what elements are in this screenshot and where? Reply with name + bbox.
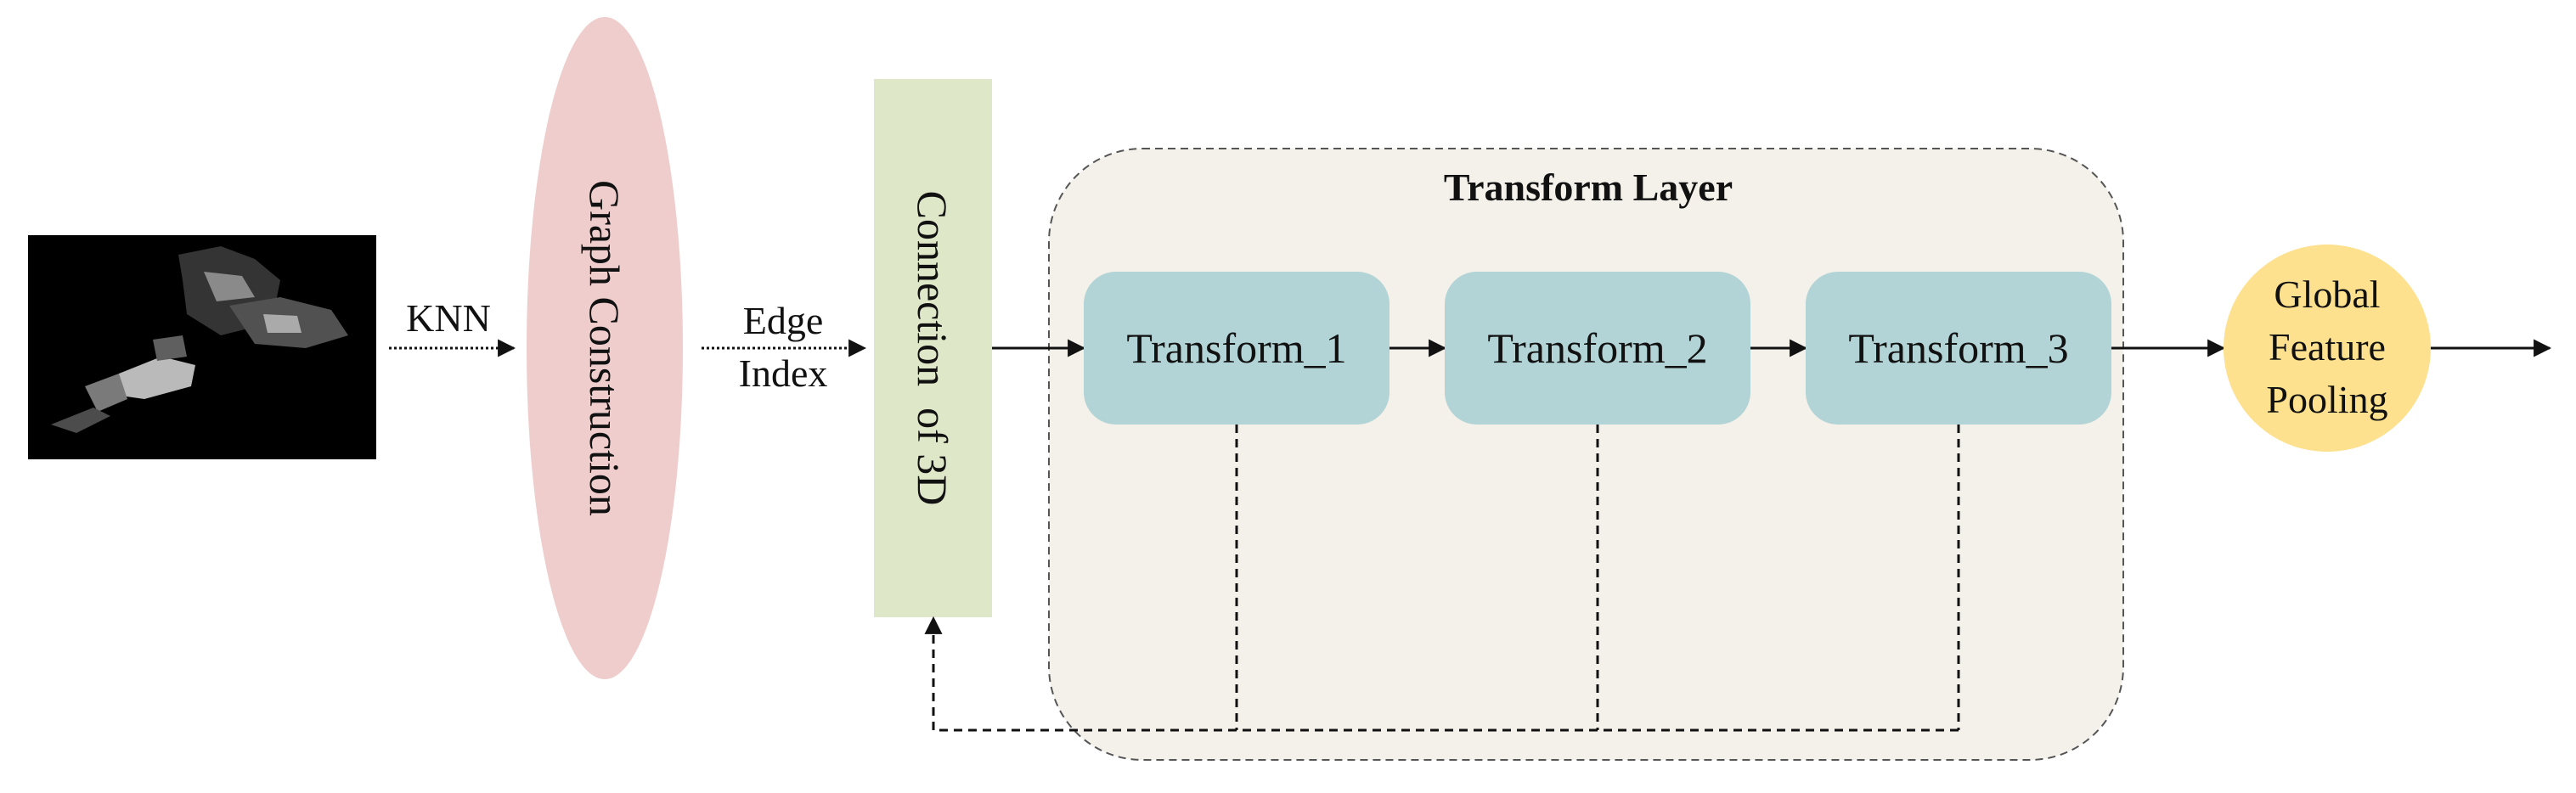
transform-layer-title: Transform Layer xyxy=(1444,166,1733,209)
global-feature-pooling-node xyxy=(2224,245,2431,452)
graph-construction-node xyxy=(527,17,683,679)
transform-3-block xyxy=(1806,272,2111,425)
transform-3-label: Transform_3 xyxy=(1848,324,2068,372)
pooling-label-line2: Feature xyxy=(2269,325,2386,368)
connection-node xyxy=(874,79,992,617)
transform-2-label: Transform_2 xyxy=(1487,324,1707,372)
transform-2-block xyxy=(1445,272,1750,425)
edge-index-label-line1: Edge xyxy=(743,299,824,342)
graph-construction-label: Graph Construction xyxy=(581,180,628,516)
feedback-connections xyxy=(933,425,1960,732)
transform-1-block xyxy=(1084,272,1389,425)
input-point-cloud-image xyxy=(28,235,376,459)
pooling-label-line1: Global xyxy=(2274,273,2380,316)
knn-label: KNN xyxy=(406,296,491,340)
pooling-label-line3: Pooling xyxy=(2266,378,2387,421)
edge-index-label-line2: Index xyxy=(739,352,828,395)
transform-1-label: Transform_1 xyxy=(1126,324,1346,372)
transform-layer-container xyxy=(1048,148,2124,761)
connection-label: Connection of 3D xyxy=(909,191,956,506)
